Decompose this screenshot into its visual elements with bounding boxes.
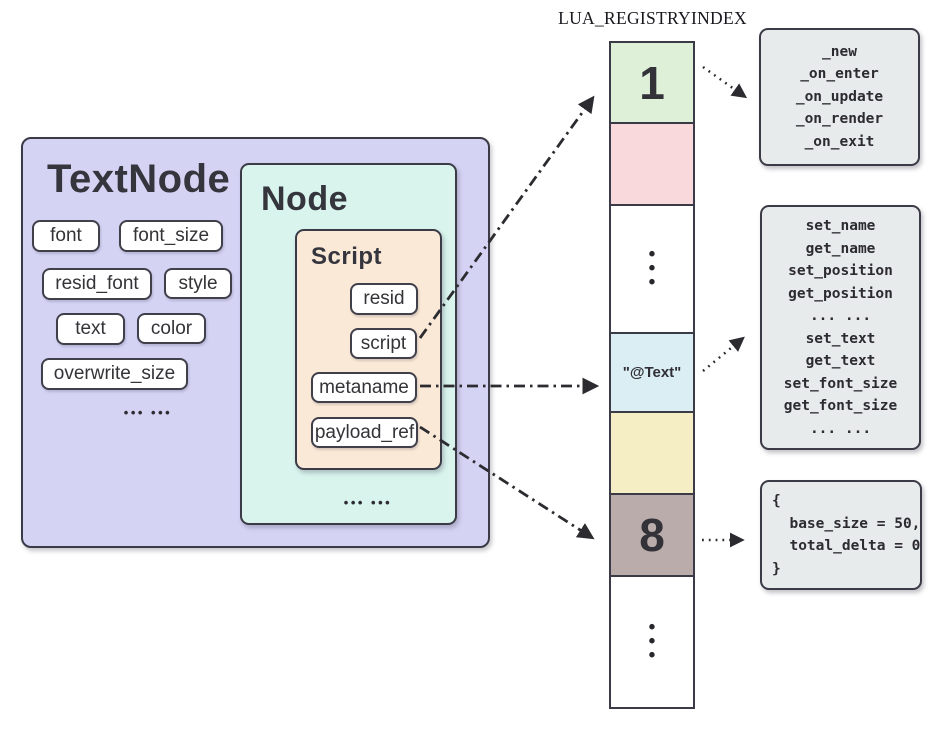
panel-line: ... ... xyxy=(809,420,872,437)
panel-line: } xyxy=(772,560,781,577)
node-box: Node Script resid script metaname payloa… xyxy=(240,163,457,525)
field-color: color xyxy=(137,313,206,344)
vertical-ellipsis: • • • xyxy=(648,244,656,293)
script-box: Script resid script metaname payload_ref xyxy=(295,229,442,470)
registry-cell-ellipsis-top: • • • xyxy=(609,204,695,334)
node-title: Node xyxy=(261,180,348,218)
panel-line: get_position xyxy=(788,285,893,302)
registry-cell-8-value: 8 xyxy=(639,509,665,561)
registry-column: 1 • • • "@Text" 8 • • • xyxy=(609,41,695,709)
panel-line: set_position xyxy=(788,263,893,279)
node-ellipsis: ••• ••• xyxy=(343,495,393,510)
arrow-registry-attext-to-methods-panel xyxy=(702,336,745,372)
panel-line: set_font_size xyxy=(783,375,898,392)
panel-line: _on_enter xyxy=(800,66,879,83)
field-text: text xyxy=(56,313,125,345)
textnode-title: TextNode xyxy=(47,157,231,201)
registry-cell-attext: "@Text" xyxy=(609,332,695,413)
panel-line: set_name xyxy=(805,218,876,234)
panel-line: ... ... xyxy=(809,308,872,324)
field-resid-font: resid_font xyxy=(42,268,152,300)
arrow-registry-1-to-lifecycle-panel xyxy=(702,65,748,99)
panel-line: base_size = 50, xyxy=(772,515,921,532)
panel-line: get_name xyxy=(805,240,876,257)
field-metaname: metaname xyxy=(311,372,417,403)
registry-cell-5 xyxy=(609,411,695,495)
field-font: font xyxy=(32,220,100,252)
registry-cell-attext-value: "@Text" xyxy=(622,364,682,381)
panel-line: get_text xyxy=(805,353,876,369)
registry-cell-1-value: 1 xyxy=(639,56,665,109)
vertical-ellipsis: • • • xyxy=(648,617,656,666)
registry-cell-8: 8 xyxy=(609,493,695,577)
accessor-methods-panel: set_name get_name set_position get_posit… xyxy=(760,205,921,450)
script-title: Script xyxy=(311,243,383,270)
panel-line: _on_render xyxy=(795,111,884,128)
panel-line: total_delta = 0 xyxy=(772,538,921,554)
registry-cell-ellipsis-bottom: • • • xyxy=(609,575,695,709)
panel-line: set_text xyxy=(805,330,876,347)
panel-line: { xyxy=(772,493,781,509)
panel-line: get_font_size xyxy=(783,398,898,414)
field-font-size: font_size xyxy=(119,220,223,252)
lifecycle-methods-panel: _new _on_enter _on_update _on_render _on… xyxy=(759,28,920,166)
panel-line: _new xyxy=(822,43,857,60)
field-resid: resid xyxy=(350,283,418,315)
field-payload-ref: payload_ref xyxy=(311,417,418,448)
registry-cell-1: 1 xyxy=(609,41,695,124)
field-script: script xyxy=(350,328,417,359)
registry-cell-2 xyxy=(609,122,695,206)
panel-line: _on_update xyxy=(795,88,884,105)
panel-line: _on_exit xyxy=(804,133,875,150)
textnode-ellipsis: ••• ••• xyxy=(123,405,173,420)
registry-title: LUA_REGISTRYINDEX xyxy=(558,8,747,28)
payload-table-panel: { base_size = 50, total_delta = 0 } xyxy=(760,480,922,590)
field-overwrite-size: overwrite_size xyxy=(41,358,188,390)
field-style: style xyxy=(164,268,232,299)
